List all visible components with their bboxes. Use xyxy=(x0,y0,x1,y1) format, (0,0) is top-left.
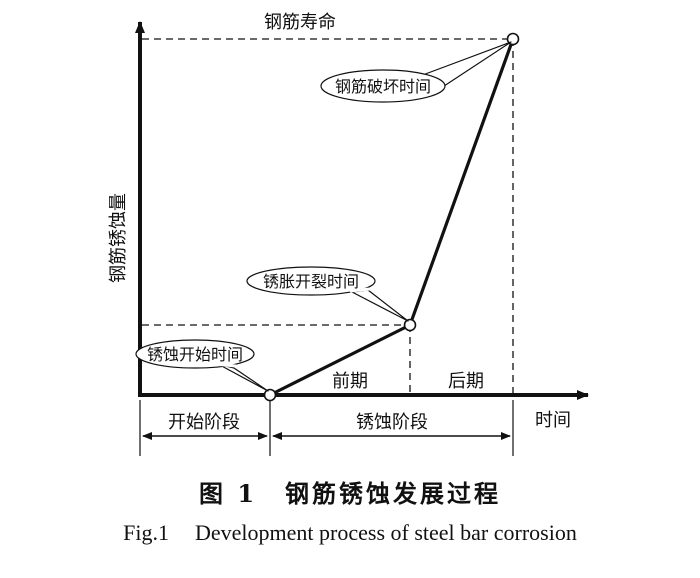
callout-failure-time-text: 钢筋破坏时间 xyxy=(335,77,431,96)
crack-point xyxy=(403,318,417,332)
span-label-corrosion: 锈蚀阶段 xyxy=(356,412,428,433)
callout-crack-time-text: 锈胀开裂时间 xyxy=(263,272,359,291)
top-label: 钢筋寿命 xyxy=(264,12,336,33)
y-axis-label: 钢筋锈蚀量 xyxy=(108,193,129,283)
callout-crack-time: 锈胀开裂时间 xyxy=(246,266,409,322)
caption-zh-figure-number: 图 1 xyxy=(198,479,258,508)
span-label-initiation: 开始阶段 xyxy=(168,412,240,433)
corrosion-start-point xyxy=(263,388,277,402)
caption-english: Fig.1 Development process of steel bar co… xyxy=(0,520,700,546)
callout-failure-time: 钢筋破坏时间 xyxy=(320,41,512,103)
phase-label-late: 后期 xyxy=(448,371,484,392)
span-label-bg-initiation xyxy=(160,412,248,434)
caption-chinese: 图 1 钢筋锈蚀发展过程 xyxy=(0,474,700,509)
callout-corrosion-start-text: 锈蚀开始时间 xyxy=(147,345,243,364)
corrosion-process-diagram: 锈蚀开始时间 锈胀开裂时间 钢筋破坏时间 钢筋寿命 钢筋锈蚀量 时间 前期 后期… xyxy=(108,12,589,456)
callout-corrosion-start: 锈蚀开始时间 xyxy=(135,339,269,392)
caption-en-figure-number: Fig.1 xyxy=(123,520,170,545)
caption-zh-title: 钢筋锈蚀发展过程 xyxy=(285,479,502,508)
span-label-bg-corrosion xyxy=(346,412,438,434)
caption-en-title: Development process of steel bar corrosi… xyxy=(195,520,577,545)
x-axis-label: 时间 xyxy=(535,410,571,431)
phase-label-early: 前期 xyxy=(332,371,368,392)
